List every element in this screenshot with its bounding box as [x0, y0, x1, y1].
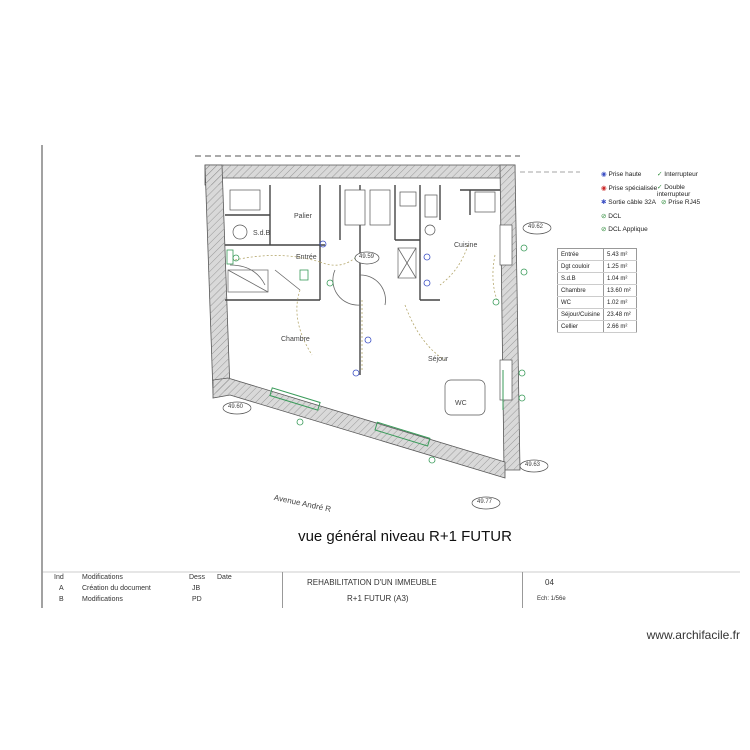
title-block: Ind Modifications Dess Date A Création d…	[42, 572, 742, 608]
tb-divider-1	[282, 572, 283, 608]
room-label-wc: WC	[455, 400, 467, 407]
tb-row-a-text: Création du document	[82, 585, 151, 592]
electrical-circuits	[234, 244, 498, 370]
room-label-palier: Palier	[294, 213, 312, 220]
tb-row-a-dess: JB	[192, 585, 201, 592]
tb-header-date: Date	[217, 574, 232, 581]
room-label-sdb: S.d.B	[253, 230, 271, 237]
tb-project-line2: R+1 FUTUR (A3)	[347, 594, 409, 603]
tb-row-b-dess: PD	[192, 596, 202, 603]
watermark-text: www.archifacile.fr	[646, 628, 740, 642]
switch-icon: ✓	[657, 171, 663, 178]
interior-partitions	[225, 185, 500, 375]
tb-header-modifications: Modifications	[82, 574, 123, 581]
tb-sheet-number: 04	[545, 578, 554, 587]
symbol-legend: ◉ Prise haute ✓ Interrupteur ◉ Prise spé…	[601, 170, 711, 240]
legend-item-dcl-applique: ⊘ DCL Applique	[601, 226, 648, 233]
tb-scale: Ech: 1/56e	[537, 596, 566, 602]
room-label-sejour: Séjour	[428, 356, 449, 363]
level-value-2: 49.63	[525, 462, 541, 468]
dcl-wall-icon: ⊘	[601, 226, 607, 233]
windows	[269, 370, 504, 447]
fixtures	[229, 189, 513, 416]
wall-socket-icon: ◉	[601, 171, 607, 178]
level-markers	[222, 221, 552, 510]
tb-row-b-text: Modifications	[82, 596, 123, 603]
tb-header-dess: Dess	[189, 574, 205, 581]
room-label-chambre: Chambre	[281, 336, 310, 343]
tb-row-a-ind: A	[59, 585, 64, 592]
cable-outlet-icon: ✱	[601, 199, 607, 206]
tb-project-line1: REHABILITATION D'UN IMMEUBLE	[307, 578, 437, 587]
legend-item-prise-rj45: ⊘ Prise RJ45	[661, 199, 701, 206]
tb-row-b-ind: B	[59, 596, 64, 603]
rj45-socket-icon: ⊘	[661, 199, 667, 206]
legend-item-dcl: ⊘ DCL	[601, 213, 622, 220]
legend-item-prise-haute: ◉ Prise haute	[601, 171, 642, 178]
left-wall-switches	[226, 249, 309, 281]
legend-item-interrupteur: ✓ Interrupteur	[657, 171, 698, 178]
legend-item-double-interrupteur: ✓ Double interrupteur	[657, 184, 691, 198]
drawing-title: vue général niveau R+1 FUTUR	[298, 528, 512, 545]
tb-header-ind: Ind	[54, 574, 64, 581]
tb-divider-2	[522, 572, 523, 608]
legend-item-prise-specialisee: ◉ Prise spécialisée	[601, 185, 658, 192]
level-value-4: 49.62	[528, 224, 544, 230]
dcl-icon: ⊘	[601, 213, 607, 220]
level-value-1: 49.60	[228, 404, 244, 410]
legend-item-sortie-cable: ✱ Sortie câble 32A	[601, 199, 656, 206]
level-value-3: 49.77	[477, 499, 493, 505]
door-swings	[227, 247, 417, 306]
special-socket-icon: ◉	[601, 185, 607, 192]
room-label-cuisine: Cuisine	[454, 242, 478, 249]
room-label-entree: Entrée	[296, 254, 317, 261]
double-switch-icon: ✓	[657, 184, 663, 191]
level-value-5: 49.59	[359, 254, 375, 260]
